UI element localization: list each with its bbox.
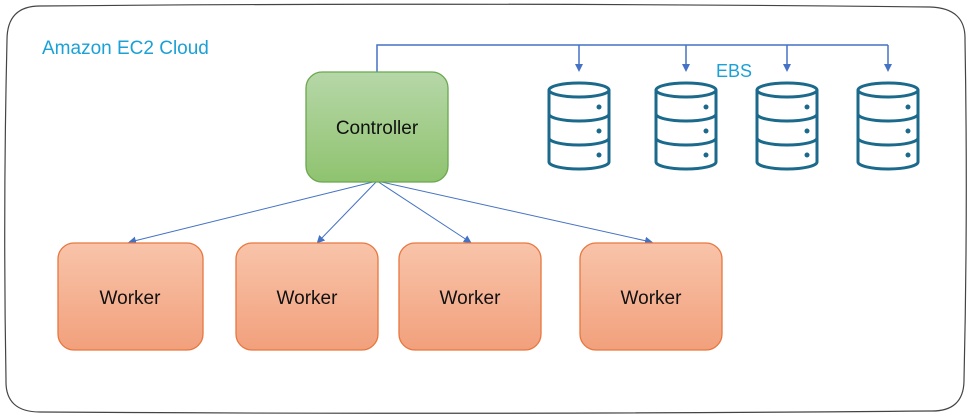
controller-links bbox=[128, 180, 653, 245]
worker-node[interactable]: Worker bbox=[398, 242, 542, 351]
controller-label: Controller bbox=[336, 118, 419, 139]
database-icon[interactable] bbox=[654, 81, 718, 171]
controller-node[interactable]: Controller bbox=[305, 71, 449, 183]
worker-label: Worker bbox=[100, 288, 162, 309]
worker-label: Worker bbox=[621, 288, 683, 309]
database-icon[interactable] bbox=[755, 81, 819, 171]
worker-node[interactable]: Worker bbox=[57, 242, 204, 351]
database-icon[interactable] bbox=[856, 81, 920, 171]
ebs-label: EBS bbox=[716, 61, 752, 81]
worker-node[interactable]: Worker bbox=[235, 242, 379, 351]
database-icon[interactable] bbox=[547, 81, 611, 171]
cloud-boundary bbox=[4, 3, 967, 414]
worker-label: Worker bbox=[440, 288, 502, 309]
ebs-bus bbox=[376, 44, 892, 72]
worker-node[interactable]: Worker bbox=[579, 242, 723, 351]
cloud-label: Amazon EC2 Cloud bbox=[42, 38, 209, 59]
worker-label: Worker bbox=[277, 288, 339, 309]
